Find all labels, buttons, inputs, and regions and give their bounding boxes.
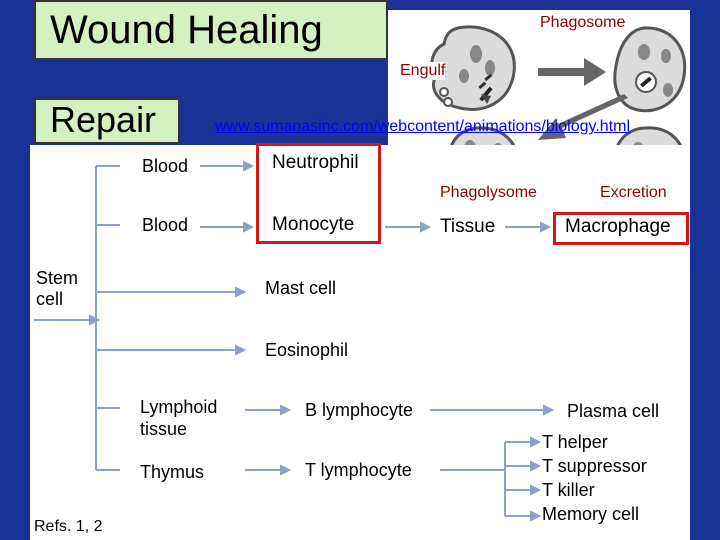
subtitle-box (34, 98, 180, 144)
origin-label: Thymus (140, 462, 205, 482)
title-box (34, 0, 388, 60)
cell-phagosome-icon (613, 26, 687, 113)
cell-type-label: T lymphocyte (305, 460, 412, 480)
product-label: Macrophage (565, 216, 671, 237)
t-cell-subtype: T suppressor (542, 456, 647, 476)
t-cell-subtype: T helper (542, 432, 608, 452)
page-title: Wound Healing (50, 8, 323, 52)
t-cell-subtype: T killer (542, 480, 595, 500)
cell-type-label: Monocyte (272, 214, 355, 235)
phagolysome-label: Phagolysome (440, 184, 537, 201)
page-subtitle: Repair (50, 99, 157, 140)
arrow-diagonal-icon (538, 94, 628, 140)
origin-label: Lymphoid tissue (140, 397, 218, 439)
highlight-box-macrophage (553, 212, 689, 245)
cell-type-label: Eosinophil (265, 340, 349, 360)
lineage-diagram-panel (30, 145, 690, 540)
origin-label: Blood (142, 215, 189, 235)
phagosome-label: Phagosome (540, 14, 626, 31)
cell-engulf-icon (430, 25, 516, 111)
references-note: Refs. 1, 2 (34, 518, 103, 535)
cell-type-label: B lymphocyte (305, 400, 414, 420)
product-label: Plasma cell (567, 401, 660, 421)
stem-cell-label: Stem cell (36, 268, 79, 309)
engulf-label: Engulf (400, 62, 446, 80)
highlight-box-phagocytes (256, 143, 381, 244)
reference-link[interactable]: www.sumanasinc.com/webcontent/animations… (215, 118, 631, 135)
cell-type-label: Mast cell (265, 278, 337, 298)
t-cell-subtype: Memory cell (542, 504, 640, 524)
arrow-right-icon (538, 58, 606, 86)
excretion-label: Excretion (600, 184, 667, 201)
site-label: Tissue (440, 216, 496, 237)
origin-label: Blood (142, 156, 189, 176)
cell-type-label: Neutrophil (272, 152, 359, 173)
